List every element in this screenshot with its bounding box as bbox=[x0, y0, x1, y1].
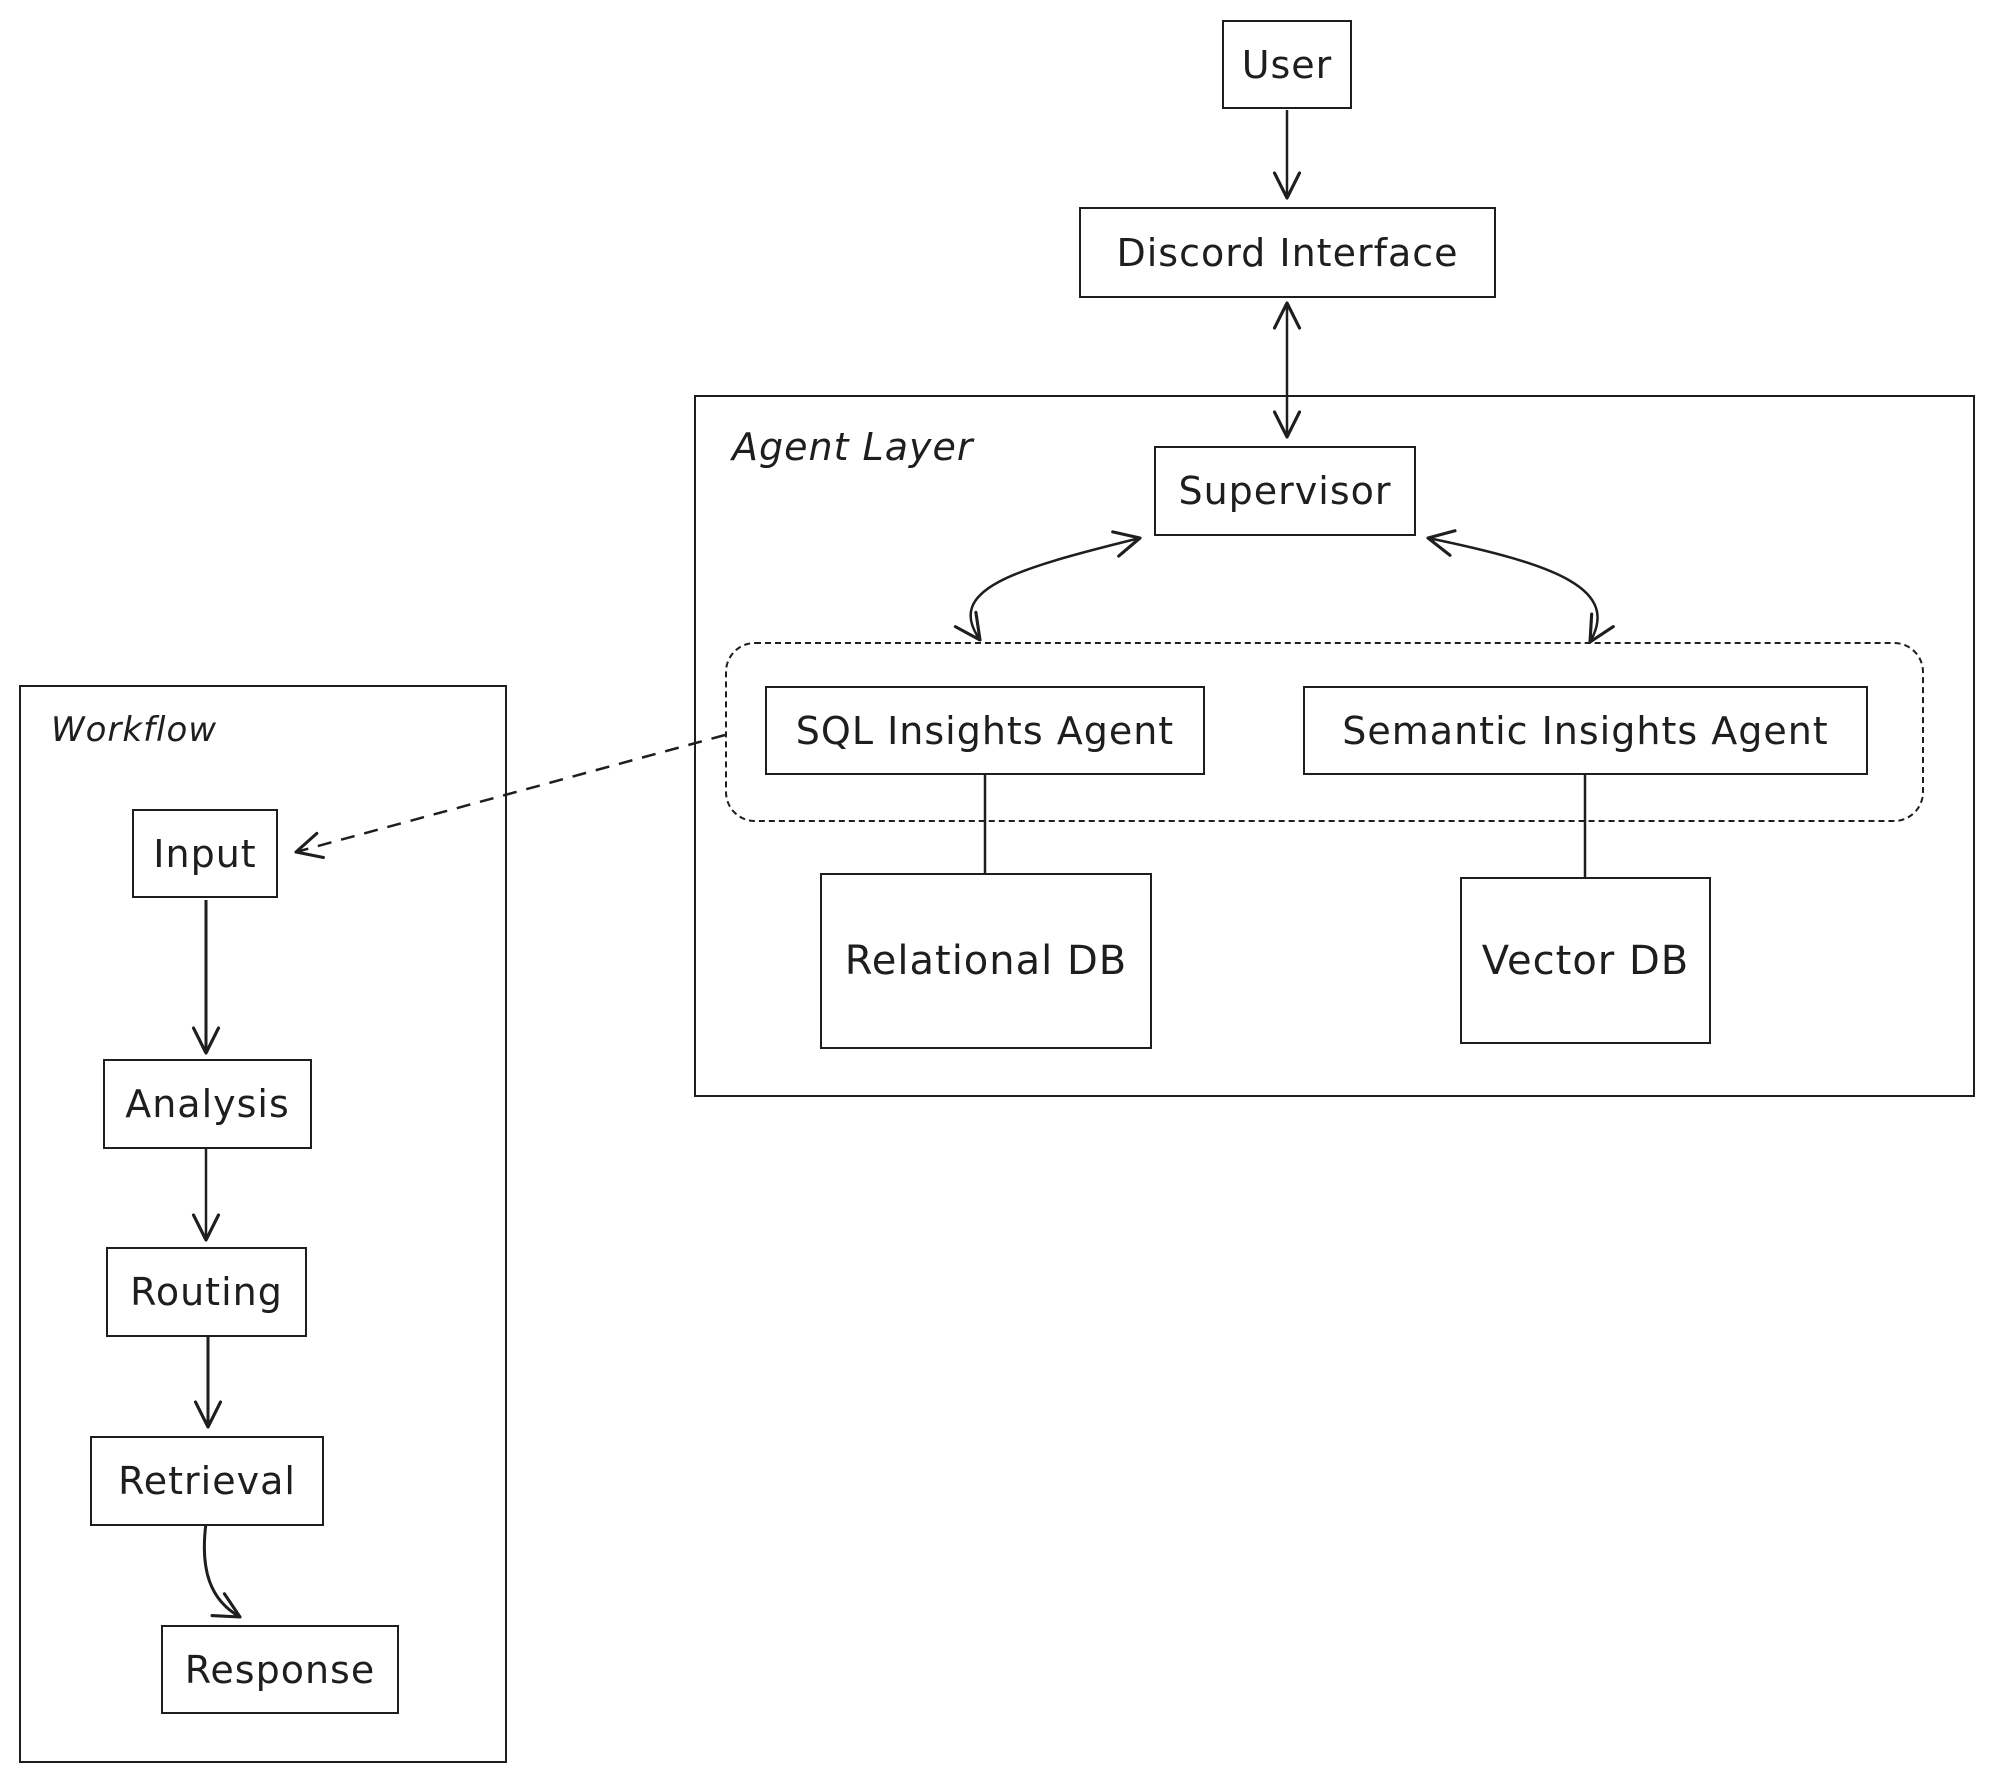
node-input: Input bbox=[132, 809, 278, 898]
agents-group bbox=[725, 642, 1924, 822]
edge-agents-input bbox=[294, 733, 726, 860]
workflow-title: Workflow bbox=[51, 710, 218, 750]
node-relational-db: Relational DB bbox=[820, 873, 1152, 1049]
node-discord-interface: Discord Interface bbox=[1079, 207, 1496, 298]
node-routing: Routing bbox=[106, 1247, 307, 1337]
node-supervisor: Supervisor bbox=[1154, 446, 1416, 536]
agent-layer-title: Agent Layer bbox=[732, 425, 974, 469]
node-retrieval: Retrieval bbox=[90, 1436, 324, 1526]
edge-retrieval-response bbox=[202, 1522, 242, 1619]
node-user: User bbox=[1222, 20, 1352, 109]
workflow-container bbox=[19, 685, 507, 1763]
node-analysis: Analysis bbox=[103, 1059, 312, 1149]
node-sql-insights-agent: SQL Insights Agent bbox=[765, 686, 1205, 775]
node-response: Response bbox=[161, 1625, 399, 1714]
node-semantic-insights-agent: Semantic Insights Agent bbox=[1303, 686, 1868, 775]
agent-layer-container bbox=[694, 395, 1975, 1097]
edge-supervisor-semantic bbox=[1426, 529, 1615, 644]
node-vector-db: Vector DB bbox=[1460, 877, 1711, 1044]
edge-supervisor-sql bbox=[953, 530, 1142, 642]
